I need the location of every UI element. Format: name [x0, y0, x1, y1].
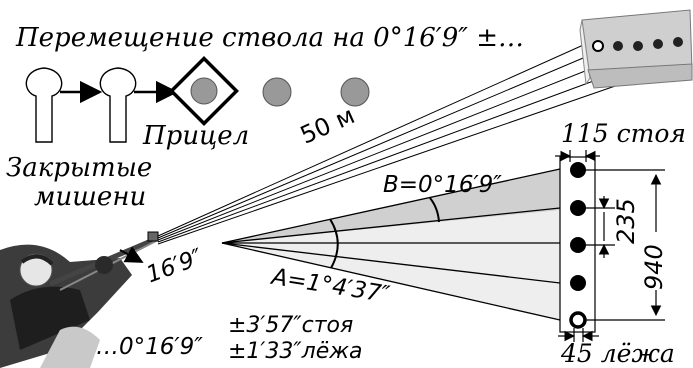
- dimension-235-label: 235: [612, 198, 640, 244]
- closed-target-icon: [26, 68, 61, 142]
- closed-targets-label-line2: мишени: [34, 182, 146, 212]
- closed-targets-label-line1: Закрытые: [6, 153, 152, 183]
- tolerance-standing: ±3′57″стоя: [228, 313, 353, 338]
- dim-115-lines: [555, 150, 600, 162]
- dimension-45-label: 45 лёжа: [561, 339, 675, 368]
- target-box-photo: [580, 10, 692, 88]
- tolerance-prone: ±1′33″лёжа: [228, 339, 363, 364]
- closed-target-icon: [100, 68, 135, 142]
- dim-235-lines: [586, 196, 615, 258]
- target-discs: [570, 162, 586, 327]
- dimension-940-label: 940: [640, 244, 668, 290]
- header-title: Перемещение ствола на 0°16′9″ ±…: [16, 23, 524, 53]
- gray-disc-icon: [263, 78, 291, 106]
- angle-b-label: B=0°16′9″: [383, 172, 502, 198]
- sight-label: Прицел: [143, 121, 249, 151]
- sight-disc-icon: [191, 78, 217, 104]
- dimension-115-label: 115 стоя: [561, 119, 686, 148]
- bottom-angle-label: …0°16′9″: [96, 334, 203, 360]
